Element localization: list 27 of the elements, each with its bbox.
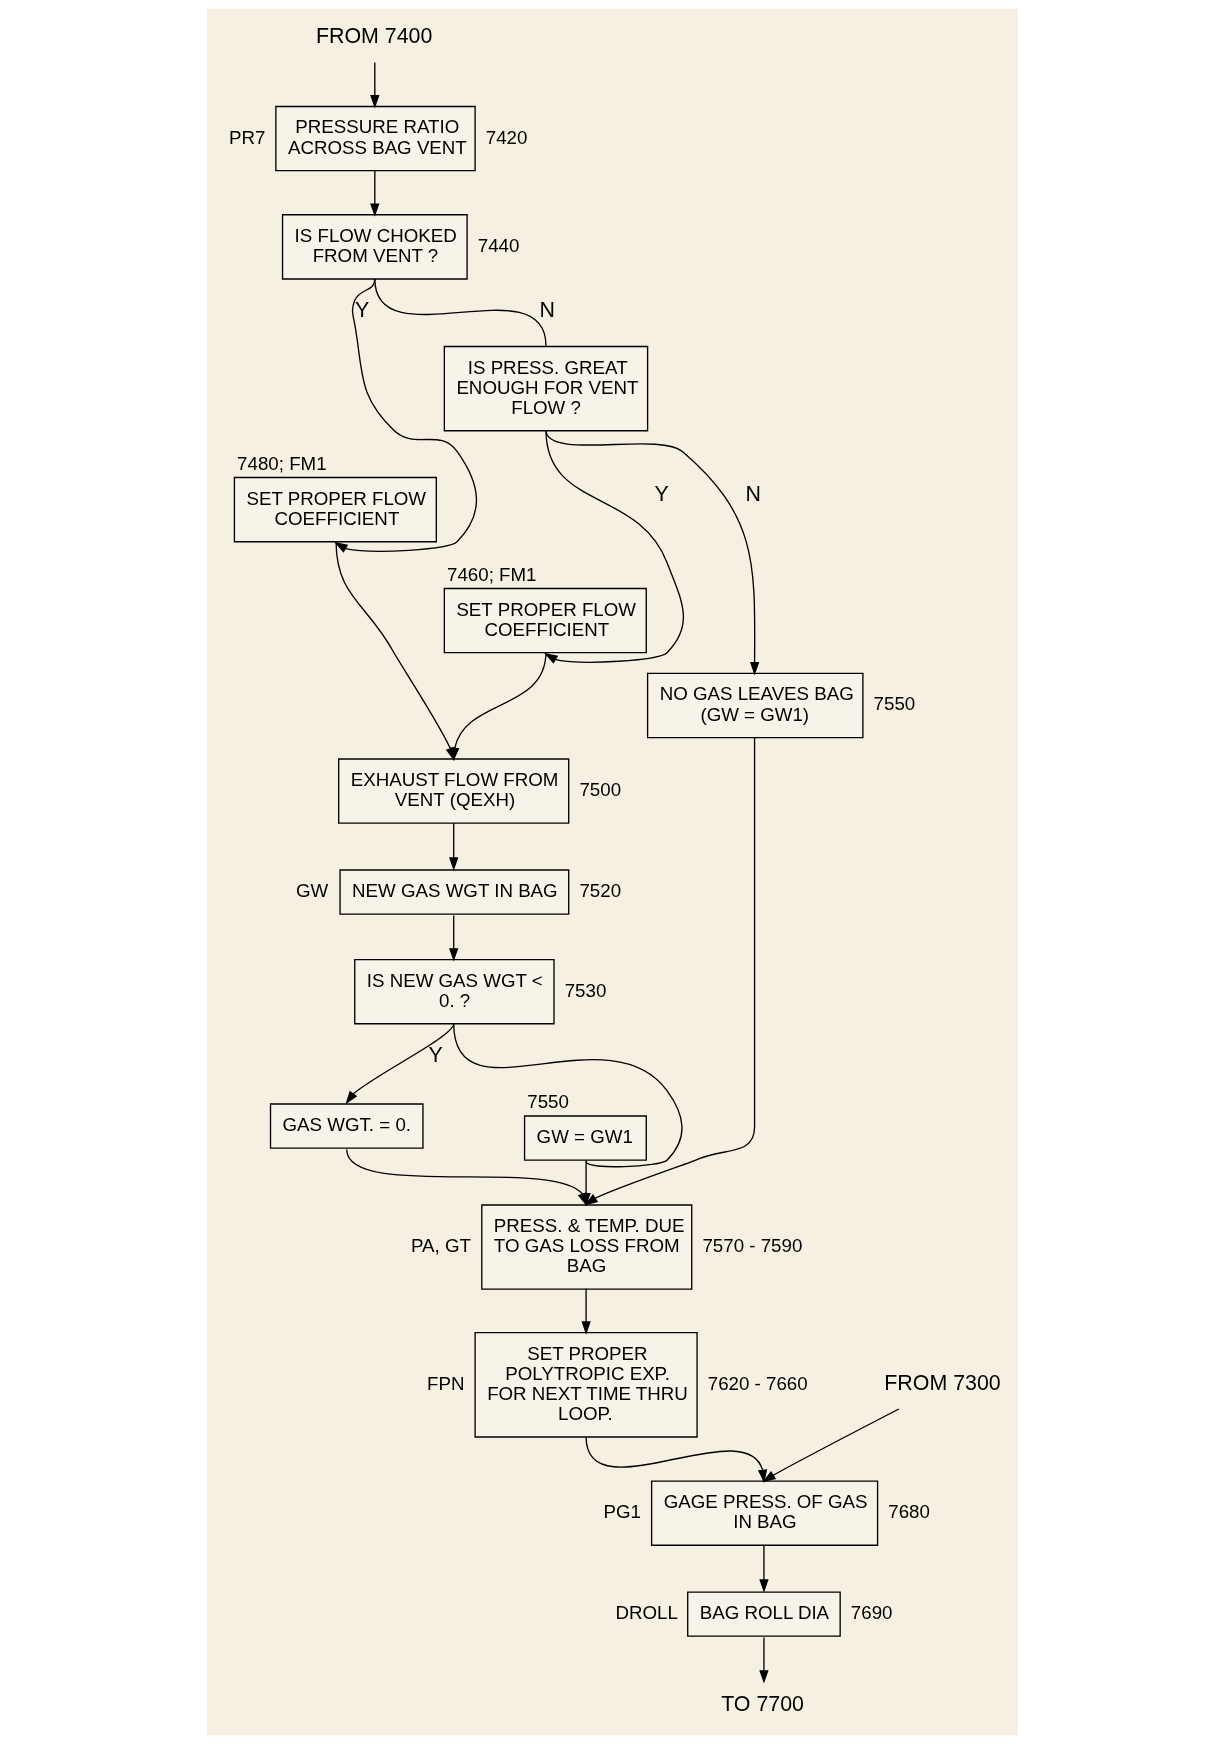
node-label: 7570 - 7590 xyxy=(701,1235,802,1257)
node-label: 7500 xyxy=(578,779,621,801)
node-text: FROM 7400 xyxy=(315,24,432,49)
node-label: PG1 xyxy=(602,1501,641,1523)
node-label: DROLL xyxy=(615,1602,678,1624)
node-label: 7620 - 7660 xyxy=(707,1372,808,1394)
node-label: GW xyxy=(295,880,328,902)
node-label: 7440 xyxy=(477,234,519,256)
node-label: 7550 xyxy=(873,693,915,715)
node-label: 7680 xyxy=(887,1501,930,1523)
edge-label: Y xyxy=(354,298,369,323)
node-label: 7690 xyxy=(850,1602,893,1624)
node-label: 7550 xyxy=(526,1091,569,1113)
node-label: FPN xyxy=(426,1372,464,1394)
node-text: FROM 7300 xyxy=(883,1370,1001,1395)
node-label: 7420 xyxy=(485,126,527,148)
node-text: TO 7700 xyxy=(720,1691,804,1716)
edge-label: N xyxy=(745,482,761,507)
node-label: 7460; FM1 xyxy=(446,563,537,585)
edge-label: Y xyxy=(654,482,669,507)
node-label: PA, GT xyxy=(410,1235,471,1257)
node-label: PR7 xyxy=(228,126,265,148)
edge-label: Y xyxy=(428,1043,443,1068)
edge-label: N xyxy=(539,298,555,323)
node-label: 7480; FM1 xyxy=(236,452,327,474)
node-label: 7520 xyxy=(578,880,621,902)
node-label: 7530 xyxy=(564,979,606,1001)
